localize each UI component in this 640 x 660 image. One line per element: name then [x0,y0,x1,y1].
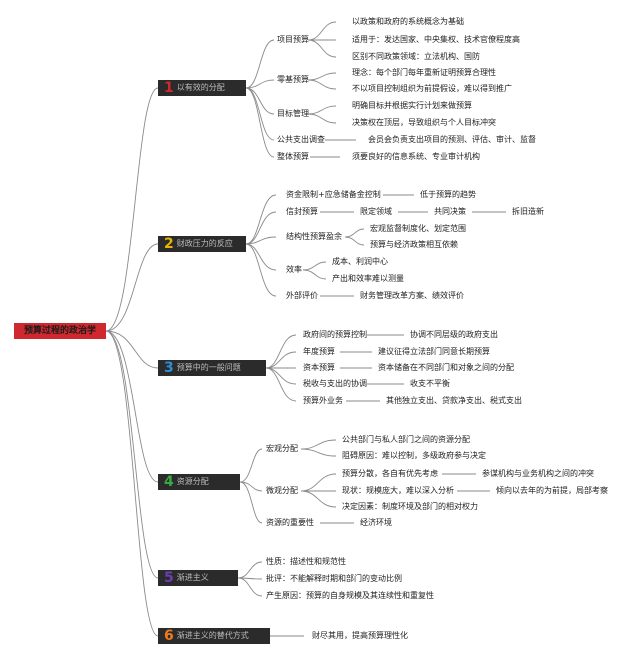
leaf-1-3-1: 明确目标并根据实行计划来做预算 [352,101,472,110]
node-5-2[interactable]: 批评：不能解释时期和部门的变动比例 [266,574,402,583]
branch-6-label: 渐进主义的替代方式 [176,631,249,640]
node-1-3[interactable]: 目标管理 [277,109,309,118]
leaf-2-5-1: 财务管理改革方案、绩效评价 [360,291,464,300]
node-2-1[interactable]: 资金限制+应急储备金控制 [286,190,381,199]
leaf-2-4-2: 产出和效率难以测量 [332,274,404,283]
leaf-2-2-1: 限定领域 [360,207,392,216]
leaf-1-4-1: 会员会负责支出项目的预测、评估、审计、监督 [368,135,536,144]
branch-1-number: 1 [164,80,174,96]
leaf-3-2-1: 建议征得立法部门同意长期预算 [378,347,490,356]
branch-5-number: 5 [164,570,174,586]
leaf-1-5-1: 须要良好的信息系统、专业审计机构 [352,152,480,161]
leaf-3-4-1: 收支不平衡 [410,379,450,388]
node-4-3[interactable]: 资源的重要性 [266,518,314,527]
leaf-2-2-3: 拆旧造新 [512,207,544,216]
leaf-4-1-2: 阻碍原因：难以控制，多级政府参与决定 [342,451,486,460]
node-2-5[interactable]: 外部评价 [286,291,318,300]
branch-2-number: 2 [164,236,174,252]
branch-2-label: 财政压力的反应 [176,239,233,248]
node-1-4[interactable]: 公共支出调查 [277,135,325,144]
leaf-4-2-3: 现状：规模庞大，难以深入分析 [342,486,454,495]
node-5-3[interactable]: 产生原因：预算的自身规模及其连续性和重复性 [266,591,434,600]
node-2-3[interactable]: 结构性预算盈余 [286,232,342,241]
node-4-1[interactable]: 宏观分配 [266,444,298,453]
node-4-2[interactable]: 微观分配 [266,486,298,495]
branch-3[interactable]: 3 预算中的一般问题 [158,360,266,376]
leaf-2-4-1: 成本、利润中心 [332,257,388,266]
branch-1[interactable]: 1 以有效的分配 [158,80,246,96]
node-3-4[interactable]: 税收与支出的协调 [303,379,367,388]
leaf-4-2-1: 预算分散，各自有优先考虑 [342,469,438,478]
leaf-1-1-2: 适用于：发达国家、中央集权、技术官僚程度高 [352,35,520,44]
node-1-2[interactable]: 零基预算 [277,75,309,84]
node-3-3[interactable]: 资本预算 [303,363,335,372]
leaf-1-2-1: 理念：每个部门每年重新证明预算合理性 [352,68,496,77]
leaf-1-2-2: 不以项目控制组织为前提假设，难以得到推广 [352,84,512,93]
leaf-3-1-1: 协调不同层级的政府支出 [410,330,498,339]
leaf-1-3-2: 决策权在顶层，导致组织与个人目标冲突 [352,118,496,127]
leaf-3-3-1: 资本储备在不同部门和对象之间的分配 [378,363,514,372]
leaf-3-5-1: 其他独立支出、贷款净支出、税式支出 [386,396,522,405]
leaf-1-1-3: 区别不同政策领域：立法机构、国防 [352,52,480,61]
branch-4-number: 4 [164,474,174,490]
leaf-4-1-1: 公共部门与私人部门之间的资源分配 [342,435,470,444]
leaf-2-3-1: 宏观监督制度化、划定范围 [370,224,466,233]
leaf-4-2-5: 决定因素：制度环境及部门的相对权力 [342,502,478,511]
leaf-4-2-2: 参谋机构与业务机构之间的冲突 [482,469,594,478]
leaf-1-1-1: 以政策和政府的系统概念为基础 [352,17,464,26]
branch-1-label: 以有效的分配 [176,83,225,92]
branch-2[interactable]: 2 财政压力的反应 [158,236,246,252]
node-2-4[interactable]: 效率 [286,265,302,274]
branch-4[interactable]: 4 资源分配 [158,474,240,490]
leaf-4-3-1: 经济环境 [360,518,392,527]
root-node[interactable]: 预算过程的政治学 [14,323,106,339]
node-3-1[interactable]: 政府间的预算控制 [303,330,367,339]
node-6-1[interactable]: 财尽其用，提高预算理性化 [312,631,408,640]
node-2-2[interactable]: 信封预算 [286,207,318,216]
branch-3-number: 3 [164,360,174,376]
node-3-5[interactable]: 预算外业务 [303,396,343,405]
leaf-4-2-4: 倾向以去年的为前提，局部考察 [496,486,608,495]
node-5-1[interactable]: 性质：描述性和规范性 [266,557,346,566]
node-3-2[interactable]: 年度预算 [303,347,335,356]
branch-6[interactable]: 6 渐进主义的替代方式 [158,628,270,644]
branch-6-number: 6 [164,628,174,644]
branch-5-label: 渐进主义 [176,573,209,582]
node-1-5[interactable]: 整体预算 [277,152,309,161]
branch-4-label: 资源分配 [176,477,209,486]
branch-3-label: 预算中的一般问题 [176,363,241,372]
branch-5[interactable]: 5 渐进主义 [158,570,238,586]
leaf-2-3-2: 预算与经济政策相互依赖 [370,240,458,249]
node-1-1[interactable]: 项目预算 [277,35,309,44]
leaf-2-1-1: 低于预算的趋势 [420,190,476,199]
leaf-2-2-2: 共同决策 [434,207,466,216]
